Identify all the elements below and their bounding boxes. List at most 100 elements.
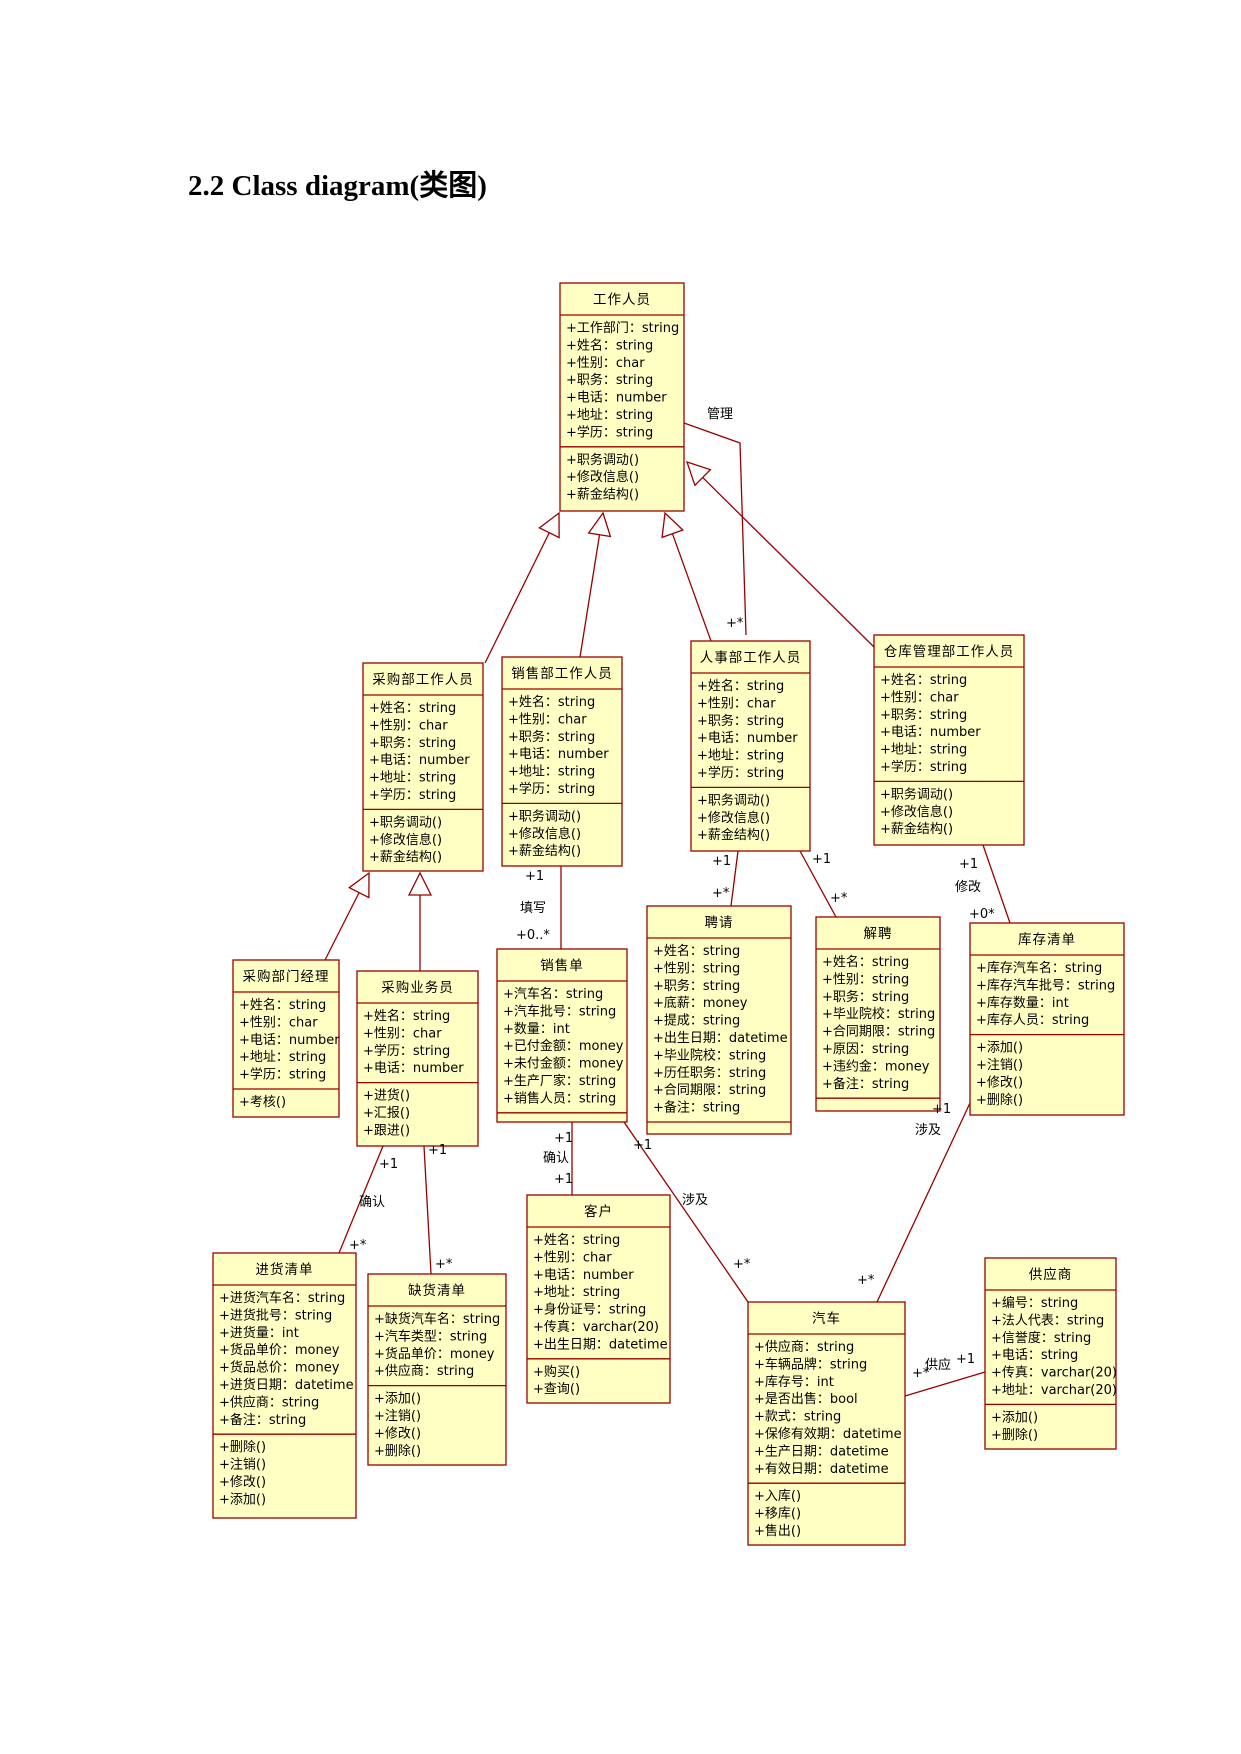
fill-name: 填写 — [520, 901, 546, 916]
class-hire-attribute: +底薪：money — [653, 995, 748, 1011]
confirm-stock-from-multiplicity: +1 — [379, 1157, 398, 1172]
class-sales-order[interactable]: 销售单+汽车名：string+汽车批号：string+数量：int+已付金额：m… — [496, 948, 628, 1123]
class-shortage-operation: +注销() — [374, 1409, 421, 1424]
class-sales-staff-attribute: +电话：number — [508, 747, 609, 762]
class-hr-staff-attribute: +电话：number — [697, 731, 798, 746]
class-stock-in-attribute: +货品单价：money — [219, 1342, 340, 1358]
class-hr-staff-operation: +修改信息() — [697, 810, 770, 826]
class-purchase-clerk-operation: +跟进() — [363, 1123, 410, 1138]
class-warehouse-staff-operation: +修改信息() — [880, 804, 953, 820]
class-staff-attribute: +职务：string — [566, 372, 653, 388]
class-supplier-operation: +添加() — [991, 1410, 1038, 1425]
class-warehouse-staff[interactable]: 仓库管理部工作人员+姓名：string+性别：char+职务：string+电话… — [873, 634, 1025, 846]
class-customer-operation: +查询() — [533, 1382, 580, 1397]
class-customer[interactable]: 客户+姓名：string+性别：char+电话：number+地址：string… — [526, 1194, 671, 1404]
class-fire-attribute: +原因：string — [822, 1042, 909, 1057]
class-stock-in-operation: +删除() — [219, 1440, 266, 1455]
class-purchase-clerk-attribute: +姓名：string — [363, 1008, 450, 1024]
class-hire[interactable]: 聘请+姓名：string+性别：string+职务：string+底薪：mone… — [646, 905, 792, 1135]
class-stock-in-attribute: +进货批号：string — [219, 1307, 332, 1323]
class-inventory-attribute: +库存汽车批号：string — [976, 977, 1115, 993]
inherit-purchase-staff-line — [484, 532, 550, 664]
class-purchase-staff-attribute: +职务：string — [369, 735, 456, 751]
class-inventory[interactable]: 库存清单+库存汽车名：string+库存汽车批号：string+库存数量：int… — [969, 922, 1125, 1116]
class-staff-box — [559, 282, 685, 512]
confirm-customer-from-multiplicity: +1 — [554, 1131, 573, 1146]
class-customer-box — [526, 1194, 671, 1404]
class-customer-attribute: +出生日期：datetime — [533, 1337, 668, 1352]
class-sales-staff-operation: +薪金结构() — [508, 843, 581, 859]
class-shortage-name: 缺货清单 — [408, 1282, 466, 1299]
class-shortage[interactable]: 缺货清单+缺货汽车名：string+汽车类型：string+货品单价：money… — [367, 1273, 507, 1466]
involve-order-from-multiplicity: +1 — [633, 1138, 652, 1153]
class-car-attribute: +车辆品牌：string — [754, 1356, 867, 1372]
class-staff[interactable]: 工作人员+工作部门：string+姓名：string+性别：char+职务：st… — [559, 282, 685, 512]
class-car-attribute: +有效日期：datetime — [754, 1462, 889, 1477]
supply-to-multiplicity: +1 — [956, 1352, 975, 1367]
class-staff-attribute: +性别：char — [566, 356, 645, 371]
class-purchase-staff-attribute: +学历：string — [369, 787, 456, 803]
class-hr-staff[interactable]: 人事部工作人员+姓名：string+性别：char+职务：string+电话：n… — [690, 640, 811, 852]
class-stock-in-attribute: +进货日期：datetime — [219, 1377, 354, 1393]
class-car[interactable]: 汽车+供应商：string+车辆品牌：string+库存号：int+是否出售：b… — [747, 1301, 906, 1546]
modify-from-multiplicity: +1 — [959, 857, 978, 872]
class-warehouse-staff-attribute: +学历：string — [880, 759, 967, 775]
class-purchase-manager-box — [232, 959, 340, 1118]
fire-link-from-multiplicity: +1 — [812, 852, 831, 867]
inherit-warehouse-staff-line — [702, 477, 875, 648]
class-stock-in-operation: +注销() — [219, 1458, 266, 1473]
class-staff-attribute: +电话：number — [566, 391, 667, 406]
manage-to-multiplicity: +* — [726, 616, 744, 631]
class-sales-order-box — [496, 948, 628, 1123]
class-purchase-clerk[interactable]: 采购业务员+姓名：string+性别：char+学历：string+电话：num… — [356, 970, 479, 1147]
class-supplier-attribute: +地址：varchar(20) — [991, 1383, 1117, 1398]
class-hire-attribute: +性别：string — [653, 961, 740, 976]
inherit-purchase-manager-line — [324, 892, 360, 961]
class-sales-staff-box — [501, 656, 623, 867]
class-shortage-attribute: +缺货汽车名：string — [374, 1311, 500, 1327]
class-purchase-manager-attribute: +学历：string — [239, 1067, 326, 1083]
class-customer-attribute: +姓名：string — [533, 1232, 620, 1248]
class-fire-attribute: +姓名：string — [822, 954, 909, 970]
class-warehouse-staff-attribute: +性别：char — [880, 690, 959, 705]
association-fire-link — [799, 850, 837, 918]
class-purchase-manager[interactable]: 采购部门经理+姓名：string+性别：char+电话：number+地址：st… — [232, 959, 340, 1118]
class-purchase-staff-attribute: +性别：char — [369, 718, 448, 733]
class-sales-staff[interactable]: 销售部工作人员+姓名：string+性别：char+职务：string+电话：n… — [501, 656, 623, 867]
class-fire[interactable]: 解聘+姓名：string+性别：string+职务：string+毕业院校：st… — [815, 916, 941, 1112]
class-warehouse-staff-attribute: +姓名：string — [880, 672, 967, 688]
class-customer-attribute: +传真：varchar(20) — [533, 1320, 659, 1335]
association-hire-link — [730, 850, 739, 907]
class-warehouse-staff-attribute: +职务：string — [880, 707, 967, 723]
class-staff-attribute: +工作部门：string — [566, 321, 679, 336]
class-customer-attribute: +地址：string — [533, 1285, 620, 1300]
class-staff-attribute: +学历：string — [566, 424, 653, 440]
class-car-attribute: +保修有效期：datetime — [754, 1427, 902, 1442]
class-fire-attribute: +职务：string — [822, 989, 909, 1005]
class-sales-staff-attribute: +职务：string — [508, 729, 595, 745]
class-purchase-clerk-box — [356, 970, 479, 1147]
class-staff-name: 工作人员 — [593, 292, 651, 308]
class-purchase-staff[interactable]: 采购部工作人员+姓名：string+性别：char+职务：string+电话：n… — [362, 662, 484, 872]
association-involve-inv — [876, 1102, 971, 1303]
association-involve-order — [623, 1121, 749, 1303]
fill-to-multiplicity: +0..* — [516, 928, 550, 943]
class-hire-attribute: +出生日期：datetime — [653, 1031, 788, 1046]
class-stock-in[interactable]: 进货清单+进货汽车名：string+进货批号：string+进货量：int+货品… — [212, 1252, 357, 1519]
class-sales-staff-operation: +职务调动() — [508, 808, 581, 824]
association-confirm-stock — [338, 1145, 384, 1254]
involve-inv-name: 涉及 — [915, 1123, 941, 1138]
class-fire-attribute: +备注：string — [822, 1076, 909, 1092]
class-warehouse-staff-attribute: +地址：string — [880, 743, 967, 758]
modify-to-multiplicity: +0* — [969, 907, 995, 922]
class-sales-order-attribute: +未付金额：money — [503, 1056, 624, 1072]
class-shortage-operation: +添加() — [374, 1392, 421, 1407]
class-staff-operation: +薪金结构() — [566, 487, 639, 503]
class-shortage-operation: +删除() — [374, 1444, 421, 1459]
class-warehouse-staff-operation: +薪金结构() — [880, 821, 953, 837]
fire-link-to-multiplicity: +* — [830, 891, 848, 906]
class-supplier[interactable]: 供应商+编号：string+法人代表：string+信誉度：string+电话：… — [984, 1257, 1117, 1450]
shortage-link-from-multiplicity: +1 — [428, 1143, 447, 1158]
involve-inv-to-multiplicity: +* — [857, 1273, 875, 1288]
